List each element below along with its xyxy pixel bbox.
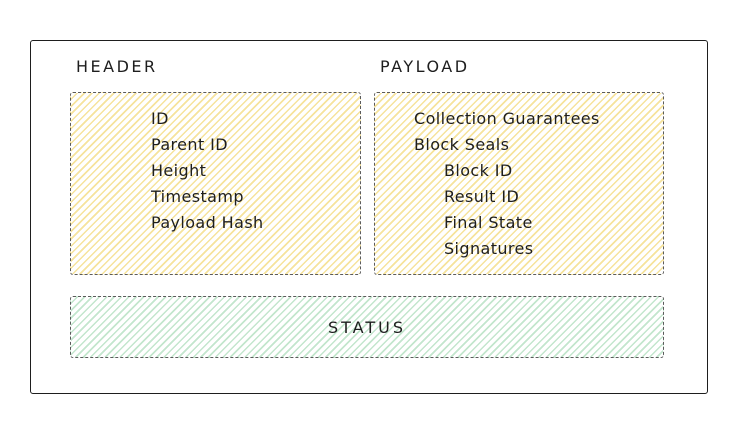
header-section-label: HEADER [76, 57, 158, 76]
payload-item-final-state: Final State [444, 213, 533, 232]
payload-item-collection-guarantees: Collection Guarantees [414, 109, 600, 128]
header-field-payload-hash: Payload Hash [151, 213, 264, 232]
payload-item-block-id: Block ID [444, 161, 513, 180]
header-fields-box: ID Parent ID Height Timestamp Payload Ha… [70, 92, 361, 275]
header-field-height: Height [151, 161, 207, 180]
payload-item-block-seals: Block Seals [414, 135, 510, 154]
header-field-id: ID [151, 109, 169, 128]
payload-section-label: PAYLOAD [380, 57, 470, 76]
payload-item-result-id: Result ID [444, 187, 520, 206]
status-label: STATUS [327, 317, 407, 337]
payload-fields-box: Collection Guarantees Block Seals Block … [374, 92, 664, 275]
status-box: STATUS [70, 296, 664, 358]
header-field-parent-id: Parent ID [151, 135, 228, 154]
header-field-timestamp: Timestamp [151, 187, 244, 206]
payload-item-signatures: Signatures [444, 239, 534, 258]
